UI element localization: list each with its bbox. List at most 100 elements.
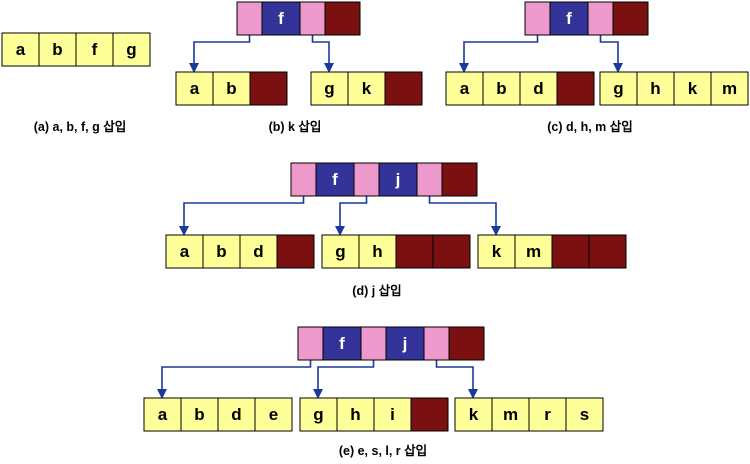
caption-e: (e) e, s, l, r 삽입 bbox=[339, 443, 427, 458]
child-pointer-arrow bbox=[311, 33, 334, 73]
key-label: a bbox=[190, 79, 200, 98]
key-label: m bbox=[526, 242, 541, 261]
key-label: r bbox=[544, 405, 551, 424]
key-cell bbox=[322, 326, 362, 361]
child-pointers bbox=[459, 33, 623, 73]
key-label: a bbox=[180, 242, 190, 261]
child-pointers bbox=[157, 358, 478, 399]
empty-slot bbox=[432, 234, 471, 269]
key-label: a bbox=[16, 40, 26, 59]
empty-slot bbox=[588, 234, 627, 269]
key-label: f bbox=[92, 40, 98, 59]
empty-slot bbox=[441, 162, 478, 197]
key-label: b bbox=[226, 79, 236, 98]
key-cell bbox=[673, 71, 712, 106]
pointer-slot bbox=[416, 162, 443, 197]
child-pointer-arrow bbox=[179, 194, 305, 236]
child-pointer-arrow bbox=[335, 194, 368, 236]
key-cell bbox=[565, 397, 604, 432]
empty-slot bbox=[410, 397, 449, 432]
child-pointer-arrow bbox=[459, 33, 539, 73]
key-cell bbox=[165, 234, 204, 269]
key-cell bbox=[310, 71, 349, 106]
key-cell bbox=[75, 32, 114, 67]
key-cell bbox=[212, 71, 251, 106]
key-cell bbox=[261, 1, 301, 36]
key-label: h bbox=[372, 242, 382, 261]
key-cell bbox=[217, 397, 256, 432]
key-label: g bbox=[613, 79, 623, 98]
child-pointer-arrow bbox=[428, 194, 501, 236]
key-label: f bbox=[339, 334, 345, 353]
key-label: i bbox=[390, 405, 395, 424]
caption-a: (a) a, b, f, g 삽입 bbox=[34, 119, 126, 134]
key-label: f bbox=[566, 9, 572, 28]
key-cell bbox=[112, 32, 151, 67]
pointer-slot bbox=[236, 1, 263, 36]
key-label: b bbox=[194, 405, 204, 424]
empty-slot bbox=[448, 326, 485, 361]
key-cell bbox=[239, 234, 278, 269]
key-label: j bbox=[402, 334, 408, 353]
empty-slot bbox=[249, 71, 288, 106]
key-label: g bbox=[313, 405, 323, 424]
caption-d: (d) j 삽입 bbox=[352, 283, 401, 298]
key-cell bbox=[385, 326, 425, 361]
key-cell bbox=[321, 234, 360, 269]
pointer-slot bbox=[297, 326, 324, 361]
child-pointers bbox=[179, 194, 501, 236]
root-node: f bbox=[236, 1, 361, 36]
caption-c: (c) d, h, m 삽입 bbox=[547, 119, 633, 134]
key-cell bbox=[491, 397, 530, 432]
caption-b: (b) k 삽입 bbox=[269, 119, 322, 134]
key-label: k bbox=[362, 79, 372, 98]
pointer-slot bbox=[587, 1, 614, 36]
key-label: a bbox=[158, 405, 168, 424]
key-cell bbox=[528, 397, 567, 432]
key-cell bbox=[336, 397, 375, 432]
key-cell bbox=[38, 32, 77, 67]
empty-slot bbox=[384, 71, 423, 106]
key-label: b bbox=[52, 40, 62, 59]
child-pointer-arrow bbox=[189, 33, 251, 73]
key-label: g bbox=[324, 79, 334, 98]
key-cell bbox=[254, 397, 293, 432]
key-label: g bbox=[335, 242, 345, 261]
empty-slot bbox=[276, 234, 315, 269]
key-label: k bbox=[688, 79, 698, 98]
key-label: h bbox=[650, 79, 660, 98]
key-cell bbox=[1, 32, 40, 67]
key-cell bbox=[143, 397, 182, 432]
pointer-slot bbox=[423, 326, 450, 361]
key-cell bbox=[175, 71, 214, 106]
key-cell bbox=[315, 162, 355, 197]
key-cell bbox=[710, 71, 749, 106]
key-cell bbox=[477, 234, 516, 269]
empty-slot bbox=[551, 234, 590, 269]
empty-slot bbox=[324, 1, 361, 36]
key-cell bbox=[347, 71, 386, 106]
key-cell bbox=[373, 397, 412, 432]
key-cell bbox=[519, 71, 558, 106]
key-label: d bbox=[253, 242, 263, 261]
key-cell bbox=[378, 162, 418, 197]
key-label: a bbox=[460, 79, 470, 98]
key-cell bbox=[549, 1, 589, 36]
pointer-slot bbox=[524, 1, 551, 36]
